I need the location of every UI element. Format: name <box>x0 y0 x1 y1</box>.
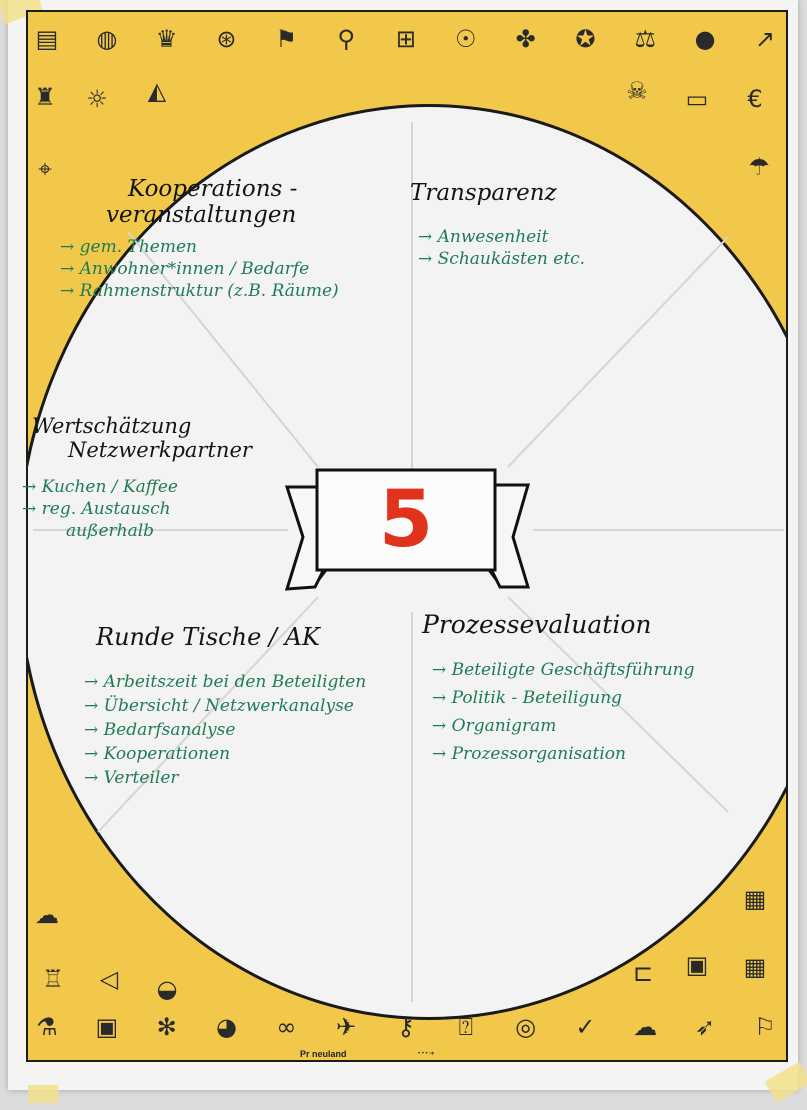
flask-icon: ⚗ <box>36 1013 58 1041</box>
easel-icon: ▣ <box>95 1013 119 1041</box>
shark-fin-icon: ◭ <box>147 77 167 105</box>
money-icon: € <box>747 85 763 113</box>
rocket-icon: ➶ <box>695 1013 716 1041</box>
key-icon: ⚷ <box>397 1013 415 1041</box>
flag-icon: ⚑ <box>275 25 298 53</box>
chart-arrow-icon: ↗ <box>754 25 775 53</box>
footer-brand: Pr neuland <box>300 1049 347 1059</box>
tape-bottom-right <box>764 1061 807 1103</box>
calendar-icon: ▦ <box>743 885 767 913</box>
section-heading-prozessevaluation: Prozessevaluation <box>422 610 652 639</box>
icon-row-top: ▤ ◍ ♛ ⊛ ⚑ ⚲ ⊞ ☉ ✤ ✪ ⚖ ● ↗ <box>30 22 782 56</box>
megaphone-icon: ◁ <box>99 965 119 993</box>
cloud-icon: ☁ <box>633 1013 658 1041</box>
tape-bottom-left <box>28 1085 58 1103</box>
board-icon: ▣ <box>685 951 709 979</box>
list-item: außerhalb <box>66 521 155 541</box>
sign-icon: ⍰ <box>458 1013 473 1041</box>
list-item: → Übersicht / Netzwerkanalyse <box>84 696 354 716</box>
list-item: → Bedarfsanalyse <box>84 720 236 740</box>
crown-icon: ♛ <box>155 25 178 53</box>
list-item: → Politik - Beteiligung <box>432 688 623 708</box>
list-item: → reg. Austausch <box>22 499 171 519</box>
list-item: → Arbeitszeit bei den Beteiligten <box>84 672 367 692</box>
lightbulb-small-icon: ☼ <box>86 85 108 113</box>
scales-icon: ⚖ <box>634 25 657 53</box>
list-item: → Verteiler <box>84 768 179 788</box>
section-heading-kooperationsveranstaltungen: Kooperations - veranstaltungen <box>106 176 298 228</box>
list-item: → gem. Themen <box>60 237 197 257</box>
bomb-icon: ● <box>694 25 716 53</box>
list-item: → Organigram <box>432 716 557 736</box>
telescope-icon: ⌖ <box>38 155 52 183</box>
list-item: → Anwesenheit <box>418 227 549 247</box>
icon-row-bottom: ⚗ ▣ ✻ ◕ ∞ ✈ ⚷ ⍰ ◎ ✓ ☁ ➶ ⚐ <box>30 1010 782 1044</box>
section-heading-wertschaetzung: Wertschätzung Netzwerkpartner <box>32 414 252 462</box>
handshake-icon: ∞ <box>276 1013 297 1041</box>
list-item: → Beteiligte Geschäftsführung <box>432 660 695 680</box>
apple-icon: ◕ <box>216 1013 237 1041</box>
gift-icon: ⊞ <box>395 25 417 53</box>
list-runde-tische: → Arbeitszeit bei den Beteiligten → Über… <box>84 670 366 790</box>
skull-icon: ☠ <box>626 77 648 105</box>
bee-icon: ✻ <box>156 1013 177 1041</box>
magnifier-icon: ⚲ <box>337 25 355 53</box>
poster-number: 5 <box>378 475 434 565</box>
checkmark-icon: ✓ <box>575 1013 596 1041</box>
segment-lines <box>33 122 784 1002</box>
globe-icon: ◍ <box>96 25 118 53</box>
section-heading-runde-tische: Runde Tische / AK <box>96 623 320 651</box>
number-ribbon <box>285 468 530 591</box>
compass-icon: ⊛ <box>216 25 237 53</box>
center-disc <box>28 104 786 1020</box>
target-icon: ◎ <box>515 1013 537 1041</box>
laptop-icon: ▭ <box>685 85 709 113</box>
list-item: → Kuchen / Kaffee <box>22 477 178 497</box>
cloud-small-icon: ☁ <box>35 901 59 929</box>
list-prozessevaluation: → Beteiligte Geschäftsführung → Politik … <box>432 656 695 768</box>
list-item: → Schaukästen etc. <box>418 249 586 269</box>
list-item: → Rahmenstruktur (z.B. Räume) <box>60 281 339 301</box>
medal-icon: ✪ <box>575 25 596 53</box>
fruit-icon: ◒ <box>156 975 178 1003</box>
list-transparenz: → Anwesenheit → Schaukästen etc. <box>418 226 585 270</box>
list-item: → Anwohner*innen / Bedarfe <box>60 259 310 279</box>
puzzle-icon: ✤ <box>515 25 536 53</box>
section-heading-transparenz: Transparenz <box>410 180 557 206</box>
finish-flag-icon: ⚐ <box>754 1013 776 1041</box>
list-wertschaetzung: → Kuchen / Kaffee → reg. Austausch außer… <box>22 476 178 542</box>
signpost-icon: ⊏ <box>632 959 654 987</box>
footer-tagline: • • • ➜ <box>418 1051 435 1057</box>
trophy-icon: ♜ <box>34 83 56 111</box>
umbrella-icon: ☂ <box>748 153 770 181</box>
document-icon: ▤ <box>35 25 59 53</box>
lightbulb-icon: ☉ <box>455 25 477 53</box>
tower-icon: ♖ <box>42 965 64 993</box>
list-item: → Kooperationen <box>84 744 231 764</box>
grid-icon: ▦ <box>743 953 767 981</box>
list-item: → Prozessorganisation <box>432 744 626 764</box>
list-kooperationsveranstaltungen: → gem. Themen → Anwohner*innen / Bedarfe… <box>60 236 339 302</box>
plane-icon: ✈ <box>336 1013 357 1041</box>
